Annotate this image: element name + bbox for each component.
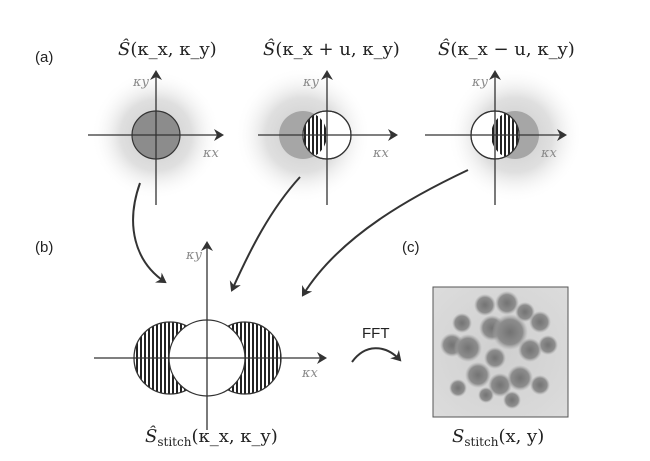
blob [478, 387, 494, 403]
y-axis-label: κy [185, 248, 203, 263]
pupil-diagram-shift-minus: κx κy Ŝ(κ_x − u, κ_y) [425, 37, 583, 205]
title-hat: Ŝ [118, 37, 130, 60]
title-hat: Ŝ [263, 37, 275, 60]
overlap-hatch [303, 111, 327, 159]
stitched-spectrum-caption: Ŝstitch(κ_x, κ_y) [145, 424, 278, 449]
panel-label-a: (a) [35, 49, 53, 66]
pupil-diagram-shift-plus: κx κy Ŝ(κ_x + u, κ_y) [235, 37, 400, 205]
x-axis-label: κx [202, 146, 220, 161]
blob [507, 365, 533, 391]
caption-main: S [452, 426, 464, 447]
stitched-image-caption: Sstitch(x, y) [452, 426, 544, 449]
blob [529, 311, 551, 333]
y-axis-label: κy [132, 75, 150, 90]
blob [530, 375, 550, 395]
stitched-image-panel: Sstitch(x, y) [432, 286, 569, 449]
arrow-a1-to-b [132, 182, 167, 284]
blob [518, 338, 542, 362]
panel-label-b: (b) [35, 239, 53, 256]
pupil-diagram-unshifted: κx κy Ŝ(κ_x, κ_y) [88, 37, 224, 205]
caption-sub: stitch [464, 435, 498, 449]
blob [495, 291, 519, 315]
title-args: (κ_x − u, κ_y) [450, 39, 574, 60]
blob [454, 334, 482, 362]
blob [538, 335, 558, 355]
fft-arrow [351, 347, 402, 363]
caption-args: (x, y) [498, 426, 544, 447]
blob [515, 302, 535, 322]
x-axis-label: κx [372, 146, 390, 161]
image-blobs [440, 291, 558, 409]
caption-args: (κ_x, κ_y) [191, 426, 277, 447]
blob [452, 313, 472, 333]
diagram-title: Ŝ(κ_x, κ_y) [118, 37, 217, 60]
panel-label-c: (c) [402, 239, 420, 256]
title-args: (κ_x, κ_y) [130, 39, 216, 60]
diagram-title: Ŝ(κ_x + u, κ_y) [263, 37, 400, 60]
y-axis-label: κy [302, 75, 320, 90]
blob [492, 314, 528, 350]
blob [449, 379, 467, 397]
x-axis-label: κx [540, 146, 558, 161]
y-axis-label: κy [471, 75, 489, 90]
caption-sub: stitch [157, 435, 191, 449]
arrow-a3-to-b [301, 169, 469, 297]
blob [465, 362, 491, 388]
title-args: (κ_x + u, κ_y) [275, 39, 399, 60]
title-hat: Ŝ [438, 37, 450, 60]
caption-main: Ŝ [145, 424, 157, 447]
arrow-a2-to-b [229, 176, 301, 292]
diagram-title: Ŝ(κ_x − u, κ_y) [438, 37, 575, 60]
fft-label: FFT [362, 325, 390, 342]
blob [503, 391, 521, 409]
x-axis-label: κx [301, 366, 319, 381]
blob [474, 294, 496, 316]
fft-transform: FFT [351, 325, 402, 363]
blob [484, 347, 506, 369]
blob [488, 373, 512, 397]
stitched-spectrum-diagram: κx κy Ŝstitch(κ_x, κ_y) [94, 241, 327, 449]
